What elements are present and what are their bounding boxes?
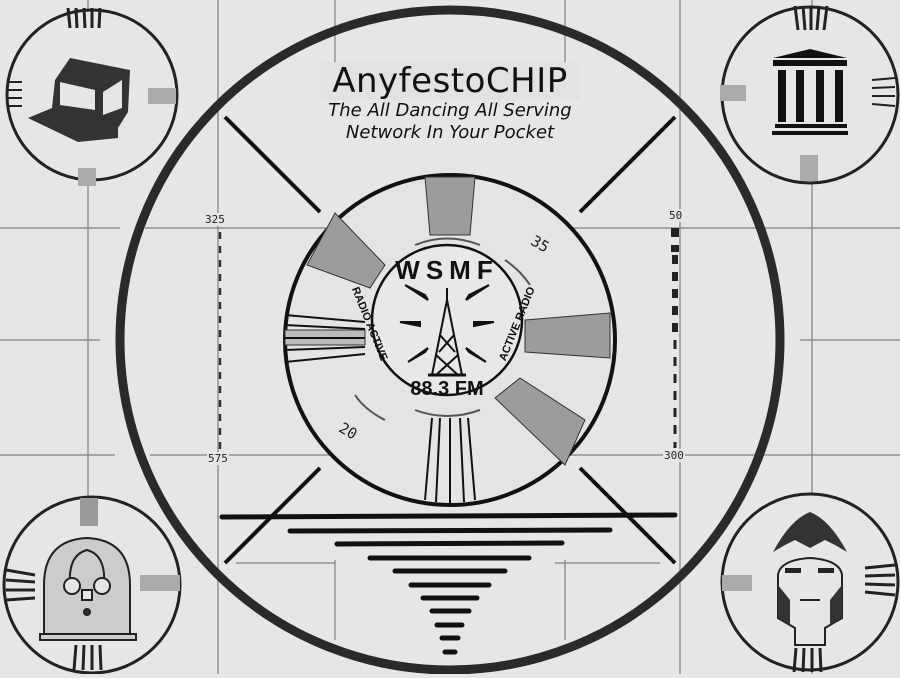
corner-circle-bottom-left [2,495,182,675]
network-title: AnyfestoCHIP [320,62,580,100]
corner-circle-top-right [720,5,900,185]
corner-circle-top-left [5,7,179,186]
corner-circle-bottom-right [720,492,900,673]
marker-575: 575 [207,452,229,465]
microchip-icon [28,58,130,142]
tagline-line-2: Network In Your Pocket [345,122,555,143]
logo-disc [370,243,524,397]
radio-tower-icon [399,284,495,377]
tagline-line-1: The All Dancing All Serving [328,100,572,121]
inner-arc-marks [354,237,531,421]
classical-building-icon [772,49,848,135]
left-line-wedge [284,314,366,363]
marker-50: 50 [668,209,684,222]
callsign-label: WSMF [395,255,499,285]
helmeted-face-icon [773,512,847,646]
marker-325: 325 [204,213,226,226]
marker-300: 300 [663,449,685,462]
horizontal-bar-pyramid [219,512,678,655]
title-block: AnyfestoCHIP The All Dancing All Serving… [240,62,660,144]
gray-wedges [284,176,611,466]
outer-ring [115,5,785,675]
cathedral-radio-icon [39,536,137,641]
frequency-label: 88.3 FM [410,378,484,400]
bottom-line-wedge [424,417,476,503]
